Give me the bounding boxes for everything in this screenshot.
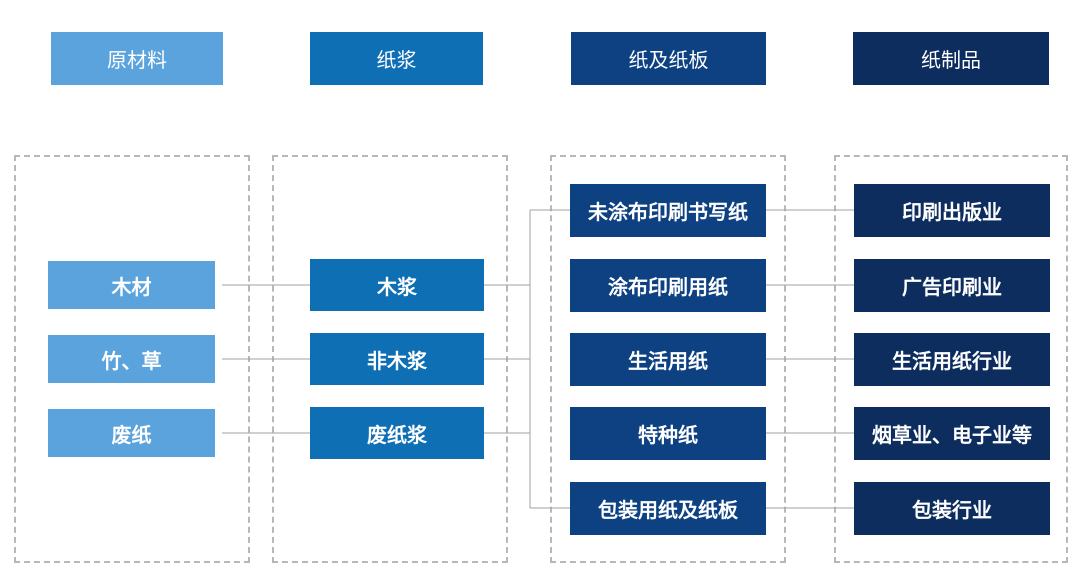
header-pulp: 纸浆 bbox=[310, 32, 483, 85]
raw-material-wood: 木材 bbox=[48, 261, 215, 309]
pulp-non-wood: 非木浆 bbox=[310, 333, 484, 385]
header-raw-materials: 原材料 bbox=[51, 32, 223, 85]
header-paper-board: 纸及纸板 bbox=[571, 32, 766, 85]
product-tobacco-electronics: 烟草业、电子业等 bbox=[854, 407, 1050, 460]
pulp-wood: 木浆 bbox=[310, 259, 484, 311]
raw-material-bamboo-grass: 竹、草 bbox=[48, 335, 215, 383]
header-paper-products: 纸制品 bbox=[853, 32, 1049, 85]
pulp-waste-paper: 废纸浆 bbox=[310, 407, 484, 459]
raw-material-waste-paper: 废纸 bbox=[48, 409, 215, 457]
paper-tissue: 生活用纸 bbox=[570, 333, 766, 386]
paper-uncoated-printing-writing: 未涂布印刷书写纸 bbox=[570, 184, 766, 237]
product-tissue-industry: 生活用纸行业 bbox=[854, 333, 1050, 386]
product-advertising-printing: 广告印刷业 bbox=[854, 259, 1050, 312]
paper-specialty: 特种纸 bbox=[570, 407, 766, 460]
paper-coated-printing: 涂布印刷用纸 bbox=[570, 259, 766, 312]
product-packaging-industry: 包装行业 bbox=[854, 482, 1050, 535]
paper-packaging-board: 包装用纸及纸板 bbox=[570, 482, 766, 535]
product-printing-publishing: 印刷出版业 bbox=[854, 184, 1050, 237]
